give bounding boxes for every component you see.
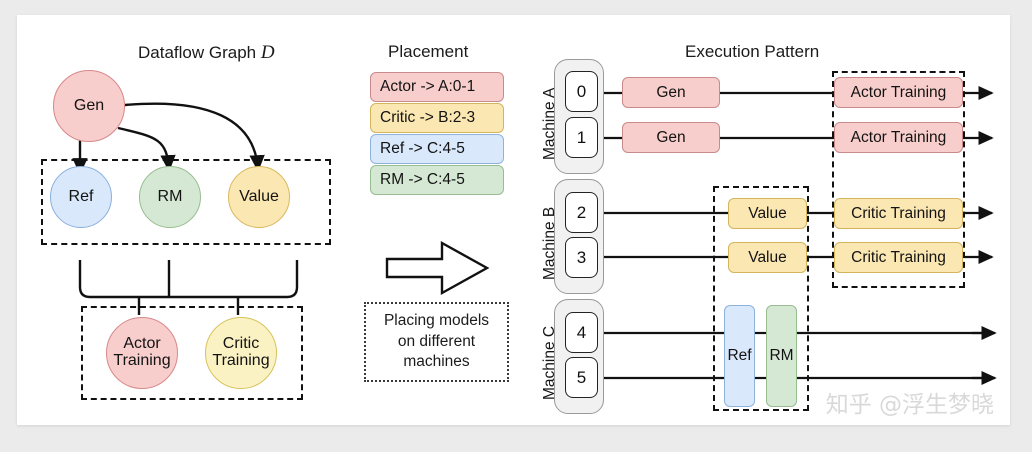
task-value-gpu3[interactable]: Value <box>728 242 807 273</box>
task-rm-machine-c[interactable]: RM <box>766 305 797 407</box>
placement-chip-rm-label: RM -> C:4-5 <box>380 171 465 188</box>
gpu-1[interactable]: 1 <box>565 117 598 158</box>
task-ref-machine-c[interactable]: Ref <box>724 305 755 407</box>
gpu-4-label: 4 <box>576 322 587 342</box>
placement-chip-actor-label: Actor -> A:0-1 <box>380 78 476 95</box>
task-value-gpu2[interactable]: Value <box>728 198 807 229</box>
exec-inference-group <box>713 186 809 411</box>
task-critic-training-gpu2[interactable]: Critic Training <box>834 198 963 229</box>
task-critic-training-gpu2-label: Critic Training <box>851 204 946 222</box>
node-gen-label: Gen <box>73 96 105 114</box>
placement-chip-actor[interactable]: Actor -> A:0-1 <box>370 72 504 102</box>
placement-panel-title: Placement <box>388 42 469 61</box>
task-gen-gpu0[interactable]: Gen <box>622 77 720 108</box>
node-ref-label: Ref <box>68 187 94 205</box>
gpu-2-label: 2 <box>576 202 587 222</box>
task-value-gpu2-label: Value <box>748 204 787 222</box>
gpu-0-label: 0 <box>576 81 587 101</box>
node-rm-label: RM <box>157 187 183 205</box>
gpu-2[interactable]: 2 <box>565 192 598 233</box>
connector-layer <box>72 85 997 386</box>
diagram-card: Dataflow Graph D Placement Execution Pat… <box>17 15 1010 425</box>
node-critic-label-line1: Critic <box>222 335 260 353</box>
node-critic-label-line2: Training <box>212 352 270 369</box>
node-actor-label-line1: Actor <box>123 335 161 353</box>
task-actor-training-gpu1-label: Actor Training <box>850 128 947 146</box>
task-critic-training-gpu3-label: Critic Training <box>851 248 946 266</box>
placement-chip-critic[interactable]: Critic -> B:2-3 <box>370 103 504 133</box>
placement-caption-line3: machines <box>403 353 470 371</box>
placement-chip-critic-label: Critic -> B:2-3 <box>380 109 476 126</box>
dataflow-panel-title: Dataflow Graph D <box>138 42 275 64</box>
node-critic-training[interactable]: Critic Training <box>205 317 277 389</box>
watermark: 知乎 @浮生梦晓 <box>825 392 994 418</box>
task-gen-gpu1-label: Gen <box>656 128 686 146</box>
placement-chip-rm[interactable]: RM -> C:4-5 <box>370 165 504 195</box>
gpu-3[interactable]: 3 <box>565 237 598 278</box>
node-value[interactable]: Value <box>228 166 290 228</box>
gpu-4[interactable]: 4 <box>565 312 598 353</box>
node-actor-training[interactable]: Actor Training <box>106 317 178 389</box>
placement-chip-ref[interactable]: Ref -> C:4-5 <box>370 134 504 164</box>
placement-caption-line1: Placing models <box>383 311 490 329</box>
dataflow-inference-group <box>41 159 331 245</box>
placement-caption-box: Placing models on different machines <box>364 302 509 382</box>
task-actor-training-gpu0[interactable]: Actor Training <box>834 77 963 108</box>
gpu-5-label: 5 <box>576 367 587 387</box>
exec-training-group <box>832 71 965 288</box>
task-value-gpu3-label: Value <box>748 248 787 266</box>
dataflow-training-group <box>81 306 303 400</box>
node-ref[interactable]: Ref <box>50 166 112 228</box>
task-actor-training-gpu1[interactable]: Actor Training <box>834 122 963 153</box>
task-gen-gpu0-label: Gen <box>656 83 686 101</box>
task-gen-gpu1[interactable]: Gen <box>622 122 720 153</box>
node-actor-label-line2: Training <box>113 352 171 369</box>
task-actor-training-gpu0-label: Actor Training <box>850 83 947 101</box>
task-ref-machine-c-label: Ref <box>727 347 752 364</box>
task-rm-machine-c-label: RM <box>769 347 794 364</box>
placement-caption-line2: on different <box>397 332 476 350</box>
gpu-1-label: 1 <box>576 127 587 147</box>
task-critic-training-gpu3[interactable]: Critic Training <box>834 242 963 273</box>
gpu-0[interactable]: 0 <box>565 71 598 112</box>
node-rm[interactable]: RM <box>139 166 201 228</box>
placement-chip-ref-label: Ref -> C:4-5 <box>380 140 465 157</box>
execution-panel-title: Execution Pattern <box>685 42 820 61</box>
node-gen[interactable]: Gen <box>53 70 125 142</box>
node-value-label: Value <box>239 187 279 205</box>
dataflow-title-symbol: D <box>260 42 275 63</box>
gpu-5[interactable]: 5 <box>565 357 598 398</box>
gpu-3-label: 3 <box>576 247 587 267</box>
dataflow-title-text: Dataflow Graph <box>138 43 261 62</box>
